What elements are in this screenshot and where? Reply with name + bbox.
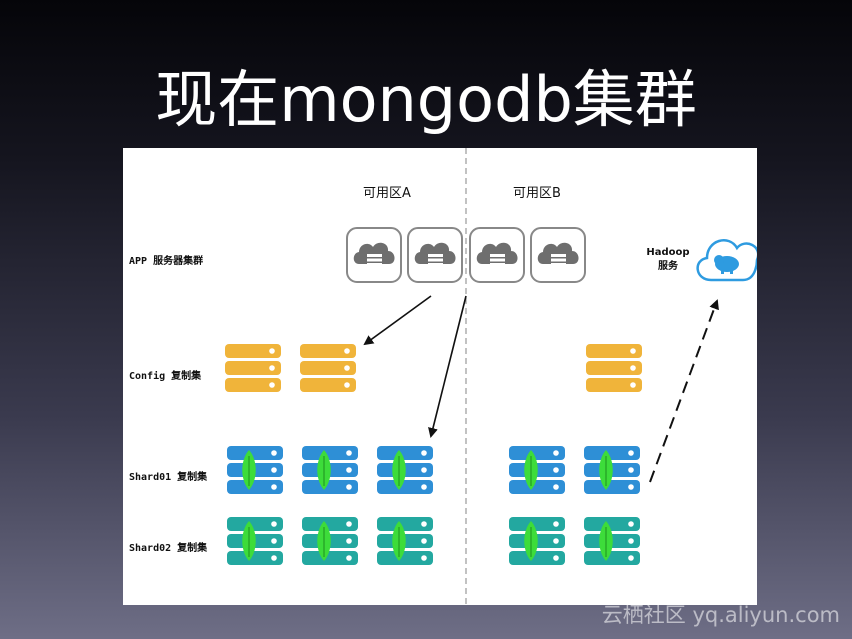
app-server-icon: [407, 227, 463, 283]
app-server-icon: [346, 227, 402, 283]
app-row-label: APP 服务器集群: [129, 256, 204, 267]
shard01-server-stack: [509, 446, 565, 494]
arrow-to-config: [363, 295, 432, 346]
shard02-server-stack: [584, 517, 640, 565]
config-server-stack: [300, 344, 356, 392]
shard01-row-label: Shard01 复制集: [129, 472, 208, 483]
shard01-server-stack: [302, 446, 358, 494]
shard02-server-stack: [227, 517, 283, 565]
diagram-canvas: [225, 148, 757, 605]
config-row-label: Config 复制集: [129, 371, 202, 382]
app-server-icon: [530, 227, 586, 283]
watermark: 云栖社区 yq.aliyun.com: [601, 603, 840, 627]
zone-b-label: 可用区B: [513, 186, 561, 201]
hadoop-cloud-icon: [696, 239, 757, 282]
slide-title: 现在mongodb集群: [155, 63, 697, 136]
shard01-server-stack: [377, 446, 433, 494]
config-server-stack: [586, 344, 642, 392]
hadoop-label: Hadoop 服务: [643, 246, 693, 274]
arrow-to-shard01: [428, 295, 467, 438]
arrow-to-hadoop: [649, 299, 719, 483]
hadoop-label-line2: 服务: [658, 261, 678, 272]
shard02-server-stack: [302, 517, 358, 565]
zone-a-label: 可用区A: [363, 186, 411, 201]
shard02-server-stack: [377, 517, 433, 565]
architecture-diagram: 可用区A 可用区B APP 服务器集群 Config 复制集 Shard01 复…: [123, 148, 757, 605]
shard02-server-stack: [509, 517, 565, 565]
config-server-stack: [225, 344, 281, 392]
shard01-server-stack: [584, 446, 640, 494]
hadoop-label-line1: Hadoop: [646, 247, 690, 258]
app-server-icon: [469, 227, 525, 283]
shard02-row-label: Shard02 复制集: [129, 543, 208, 554]
shard01-server-stack: [227, 446, 283, 494]
